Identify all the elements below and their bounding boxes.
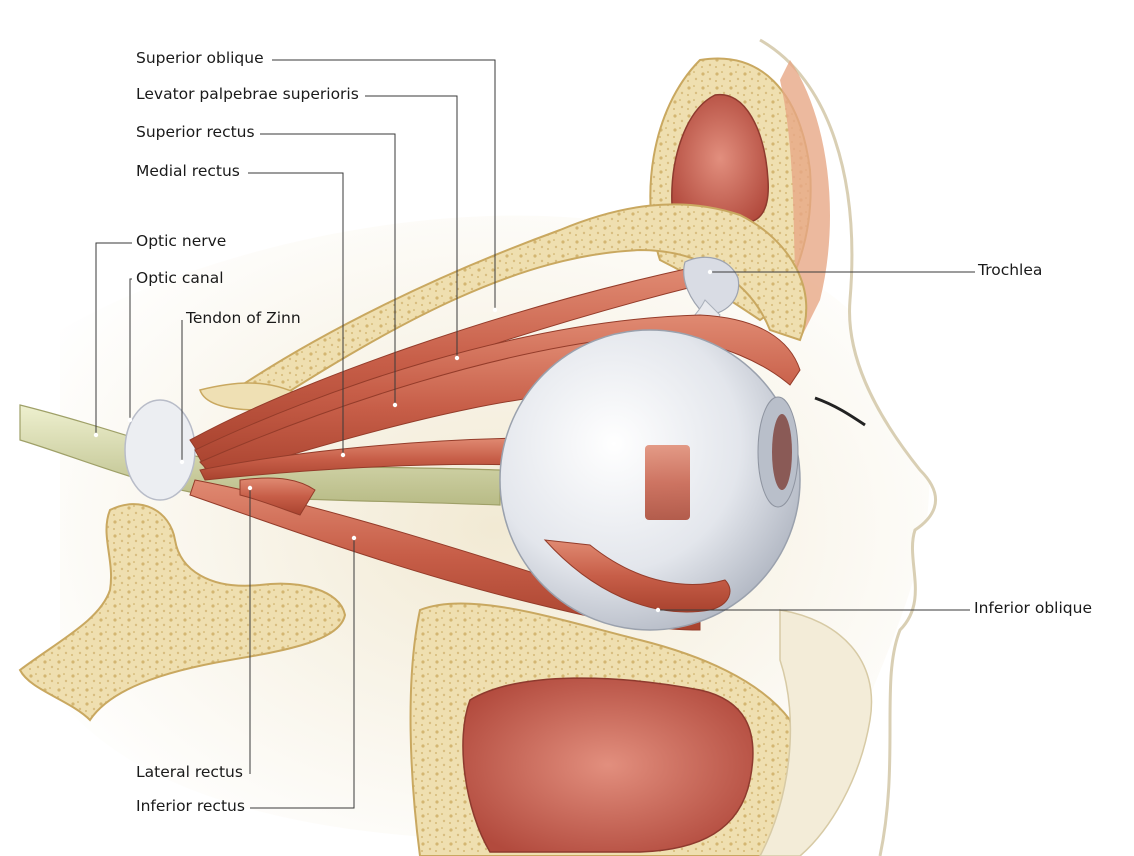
- label-tendon-of-zinn: Tendon of Zinn: [185, 309, 301, 327]
- iris: [772, 414, 792, 490]
- face-outside: [760, 0, 1134, 856]
- lateral-rectus-insertion: [645, 445, 690, 520]
- leader-superior-rectus: [260, 133, 396, 405]
- face-profile-outline: [759, 38, 938, 856]
- label-medial-rectus: Medial rectus: [136, 162, 240, 180]
- maxillary-sinus: [462, 677, 754, 853]
- labels: Superior oblique Levator palpebrae super…: [136, 49, 1092, 815]
- forehead-skin-layer: [780, 60, 830, 340]
- leader-optic-nerve: [95, 242, 132, 435]
- label-trochlea: Trochlea: [977, 261, 1042, 279]
- label-superior-oblique: Superior oblique: [136, 49, 264, 67]
- label-inferior-rectus: Inferior rectus: [136, 797, 245, 815]
- lateral-rectus-muscle: [239, 477, 316, 516]
- label-inferior-oblique: Inferior oblique: [974, 599, 1092, 617]
- tendon-of-zinn: [124, 399, 196, 501]
- leader-levator: [365, 95, 458, 358]
- label-superior-rectus: Superior rectus: [136, 123, 255, 141]
- eyelashes: [814, 396, 866, 427]
- leader-medial-rectus: [248, 172, 344, 455]
- leader-superior-oblique: [272, 59, 496, 310]
- leader-optic-canal: [129, 278, 132, 420]
- sphenoid-bone: [18, 503, 347, 722]
- label-lateral-rectus: Lateral rectus: [136, 763, 243, 781]
- label-optic-canal: Optic canal: [136, 269, 224, 287]
- label-optic-nerve: Optic nerve: [136, 232, 226, 250]
- inferior-oblique-muscle: [543, 539, 731, 613]
- label-levator-palpebrae-superioris: Levator palpebrae superioris: [136, 85, 359, 103]
- leader-dots: [93, 269, 713, 613]
- zygomatic-region: [759, 609, 873, 856]
- leader-inferior-rectus: [250, 538, 355, 809]
- leader-lines: [95, 59, 975, 809]
